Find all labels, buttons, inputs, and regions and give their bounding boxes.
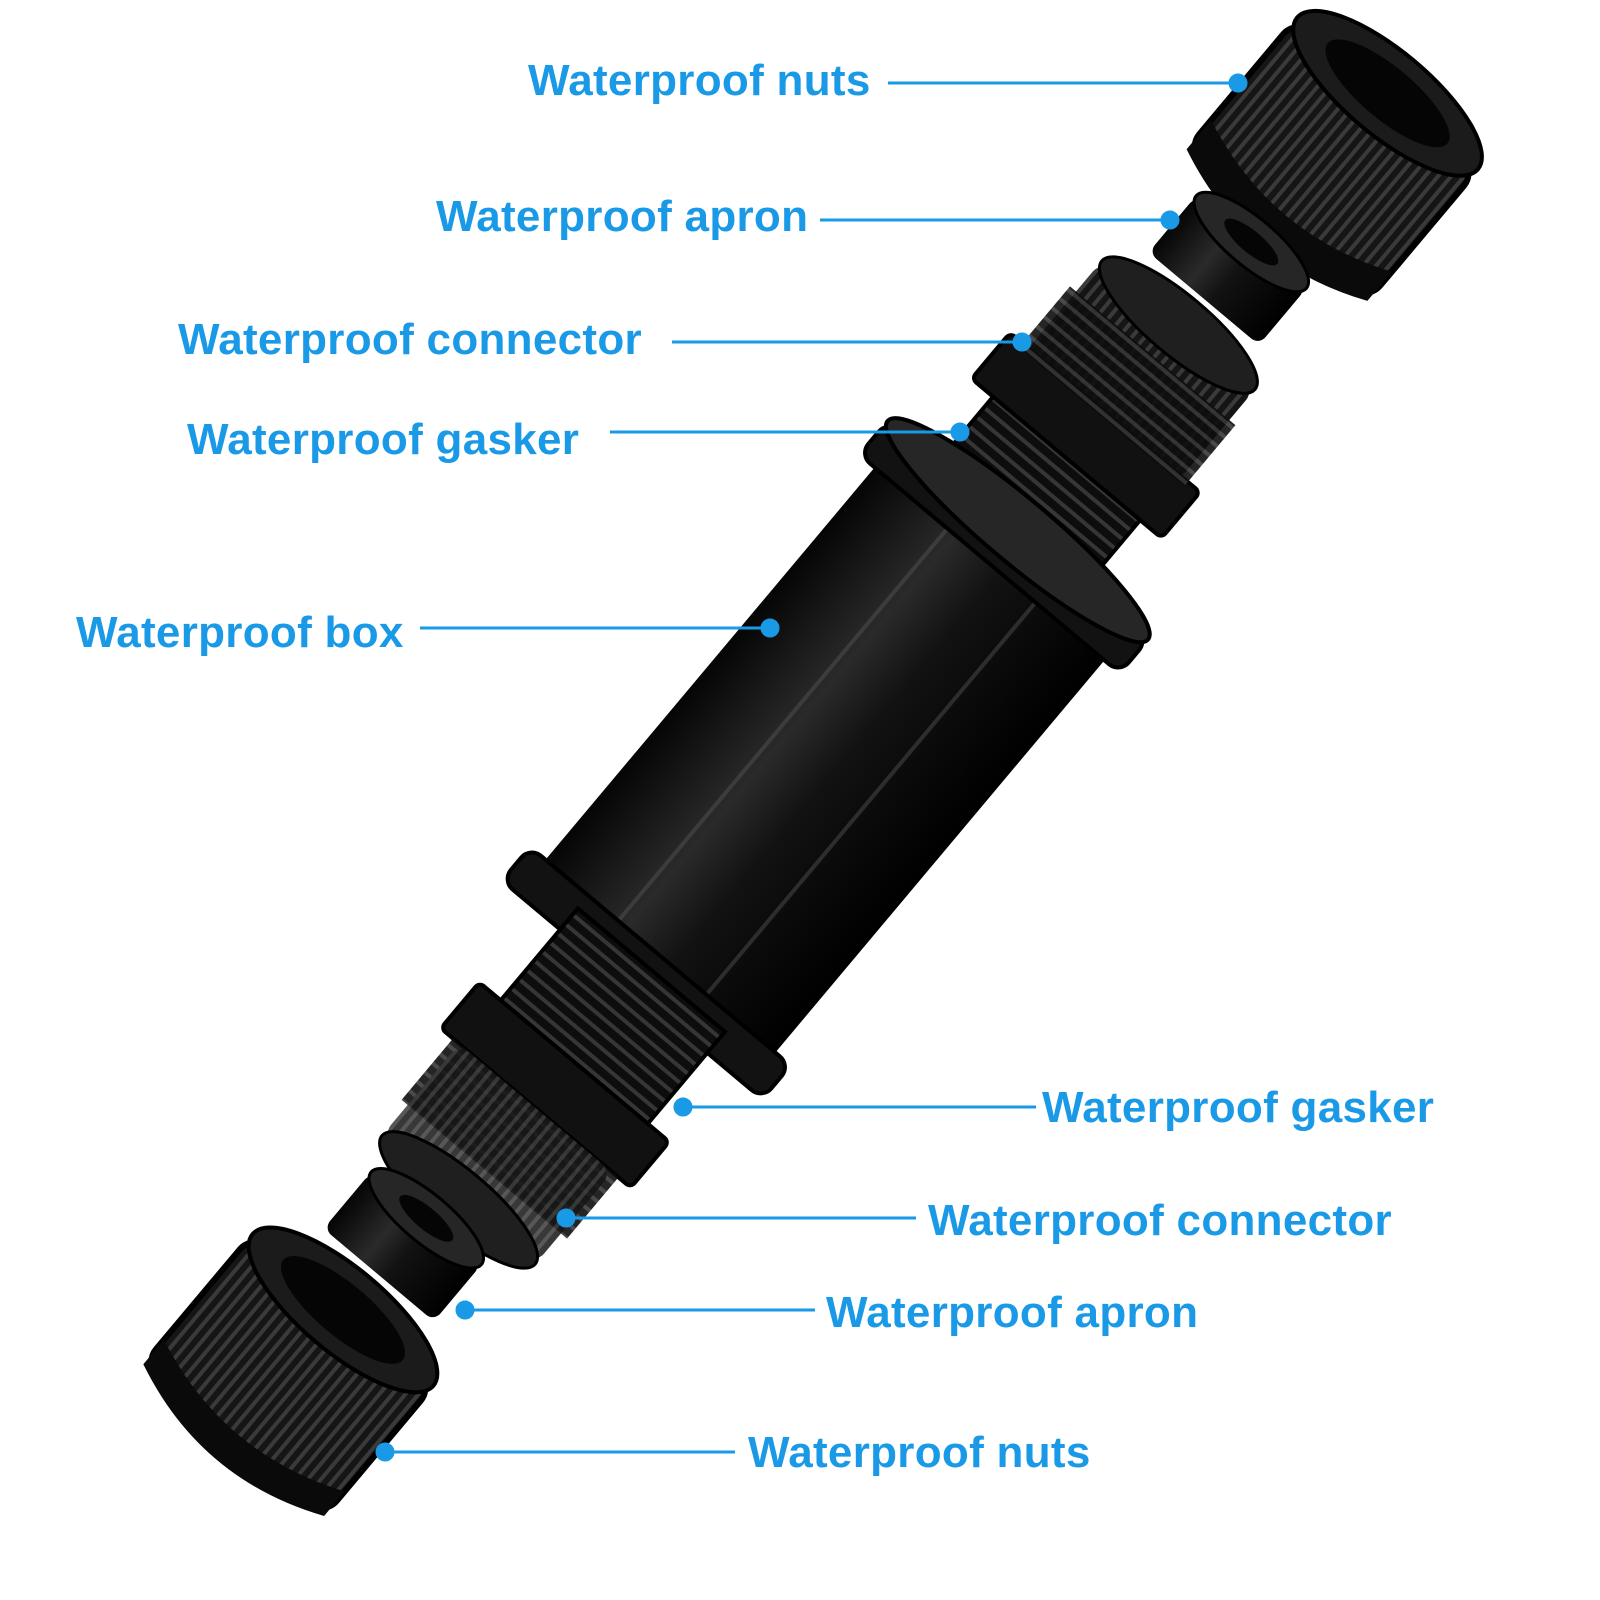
leader-dot-bottom-gasket [673, 1097, 693, 1117]
top-nut-part [1186, 8, 1484, 301]
leader-dot-top-gasket [950, 422, 970, 442]
label-bottom-gasket: Waterproof gasker [1042, 1083, 1435, 1132]
bottom-apron-part [327, 1166, 486, 1318]
leader-dot-bottom-connector [556, 1208, 576, 1228]
top-apron-part [1152, 190, 1311, 341]
bottom-connector-part [378, 905, 728, 1270]
leader-dot-top-nut [1228, 73, 1248, 93]
label-box: Waterproof box [76, 608, 404, 657]
leader-dot-bottom-nut [375, 1442, 395, 1462]
bottom-nut-part [143, 1225, 440, 1517]
label-top-connector: Waterproof connector [178, 315, 642, 364]
leader-lines [375, 73, 1248, 1462]
leader-dot-top-connector [1012, 332, 1032, 352]
label-top-nut: Waterproof nuts [528, 56, 871, 105]
label-bottom-nut: Waterproof nuts [748, 1428, 1091, 1477]
label-top-gasket: Waterproof gasker [187, 415, 580, 464]
label-bottom-apron: Waterproof apron [826, 1288, 1199, 1337]
label-top-apron: Waterproof apron [436, 192, 809, 241]
leader-dot-bottom-apron [455, 1300, 475, 1320]
label-bottom-connector: Waterproof connector [928, 1196, 1392, 1245]
leader-dot-top-apron [1160, 210, 1180, 230]
leader-dot-box [760, 618, 780, 638]
